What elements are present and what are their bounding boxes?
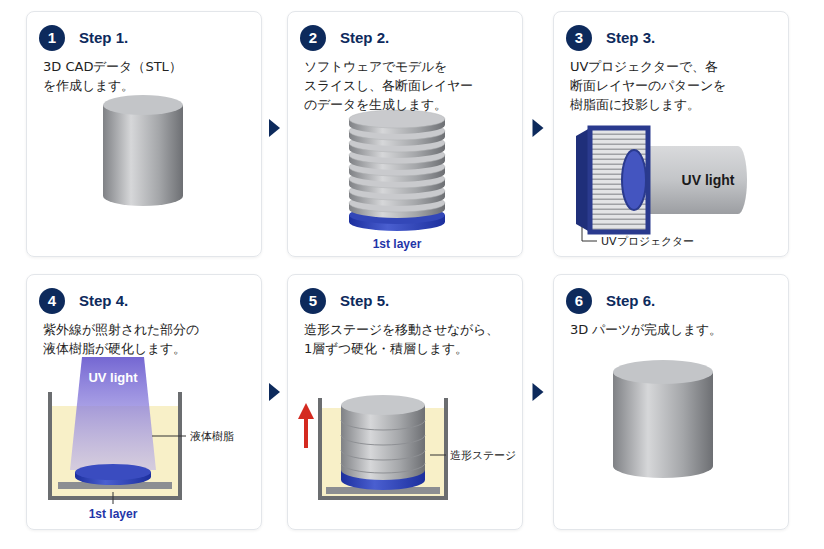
step-heading: Step 6. — [606, 288, 772, 314]
sliced-layers — [349, 110, 445, 231]
illustration-label: UV light — [682, 172, 735, 188]
illustration-label: UVプロジェクター — [601, 234, 694, 249]
flow-arrow — [533, 119, 544, 137]
step-number: 1 — [48, 25, 56, 51]
step-card: Step 2. ソフトウェアでモデルを スライスし、各断面レイヤー のデータを生成… — [287, 11, 523, 257]
step-description: 紫外線が照射された部分の 液体樹脂が硬化します。 — [43, 320, 245, 358]
step-number-badge: 5 — [300, 288, 326, 314]
step-heading: Step 2. — [340, 25, 506, 51]
finished-part — [613, 360, 713, 478]
step-card: Step 6. 3D パーツが完成します。 6 — [553, 274, 789, 530]
step-description: 3D パーツが完成します。 — [570, 320, 772, 339]
illustration-label: 液体樹脂 — [190, 429, 234, 444]
resin-vat — [50, 357, 186, 504]
step-heading: Step 4. — [79, 288, 245, 314]
cad-cylinder — [103, 95, 183, 206]
step-description: 造形ステージを移動させながら、 1層ずつ硬化・積層します。 — [304, 320, 506, 358]
illustration-label: 1st layer — [89, 507, 138, 521]
step-card: Step 4. 紫外線が照射された部分の 液体樹脂が硬化します。 4 — [26, 274, 262, 530]
uv-projector — [576, 128, 747, 241]
step-number: 5 — [309, 288, 317, 314]
illustration-label: UV light — [88, 370, 137, 385]
step-heading: Step 5. — [340, 288, 506, 314]
flow-arrow — [269, 383, 280, 401]
step-number: 4 — [48, 288, 56, 314]
illustration-label: 1st layer — [373, 237, 422, 251]
step-card: Step 1. 3D CADデータ（STL） を作成します。 1 — [26, 11, 262, 257]
step-description: ソフトウェアでモデルを スライスし、各断面レイヤー のデータを生成します。 — [304, 57, 506, 114]
flow-arrow — [269, 119, 280, 137]
step-number-badge: 1 — [39, 25, 65, 51]
step-heading: Step 1. — [79, 25, 245, 51]
step-number: 6 — [575, 288, 583, 314]
flow-arrow — [533, 383, 544, 401]
step-number-badge: 2 — [300, 25, 326, 51]
step-number-badge: 4 — [39, 288, 65, 314]
step-heading: Step 3. — [606, 25, 772, 51]
step-number-badge: 3 — [566, 25, 592, 51]
illustration-label: 造形ステージ — [450, 448, 516, 463]
step-number-badge: 6 — [566, 288, 592, 314]
step-number: 3 — [575, 25, 583, 51]
step-description: 3D CADデータ（STL） を作成します。 — [43, 57, 245, 95]
step-description: UVプロジェクターで、各 断面レイヤーのパターンを 樹脂面に投影します。 — [570, 57, 772, 114]
step-card: Step 5. 造形ステージを移動させながら、 1層ずつ硬化・積層します。 5 — [287, 274, 523, 530]
build-stage — [298, 395, 446, 498]
step-card: Step 3. UVプロジェクターで、各 断面レイヤーのパターンを 樹脂面に投影し… — [553, 11, 789, 257]
step-number: 2 — [309, 25, 317, 51]
